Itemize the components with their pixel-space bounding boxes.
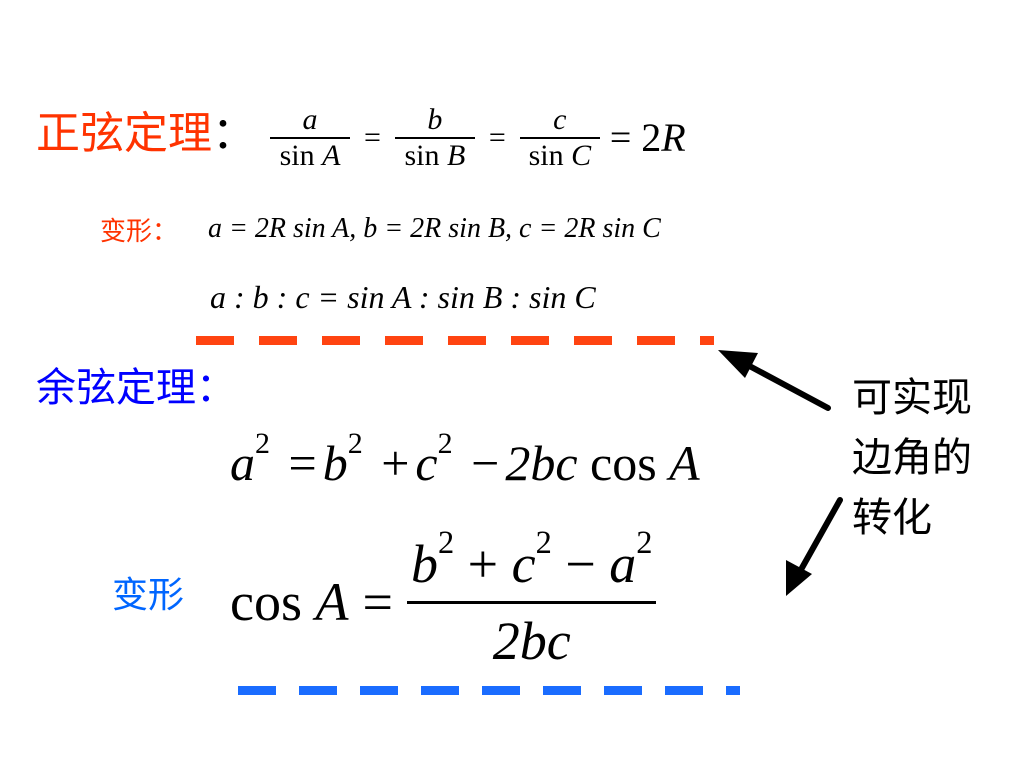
minus-sign: −: [471, 435, 500, 491]
cosine-dashed-divider: [238, 686, 740, 695]
dash-segment: [604, 686, 642, 695]
denominator-sin-fn: sin: [279, 138, 315, 172]
equals-sign: =: [364, 120, 381, 154]
term-a: a: [230, 435, 255, 491]
equals-sign: =: [362, 572, 393, 632]
var-A: A: [315, 572, 349, 632]
dash-segment: [700, 336, 714, 345]
numerator-a: a: [302, 102, 318, 136]
sine-dashed-divider: [196, 336, 714, 345]
dash-segment: [322, 336, 360, 345]
rhs-R: R: [661, 115, 686, 160]
dash-segment: [726, 686, 740, 695]
dash-segment: [360, 686, 398, 695]
dash-segment: [637, 336, 675, 345]
sine-law-title-text: 正弦定理: [36, 108, 212, 159]
exp-2: 2: [437, 524, 455, 561]
dash-segment: [421, 686, 459, 695]
exp-2: 2: [347, 427, 363, 460]
denominator-sin-fn: sin: [404, 138, 440, 172]
dash-segment: [385, 336, 423, 345]
numerator-c: c: [553, 102, 567, 136]
term-b: b: [410, 533, 438, 594]
dash-segment: [196, 336, 234, 345]
exp-2: 2: [437, 427, 453, 460]
denominator-B: B: [447, 138, 466, 172]
exp-2: 2: [535, 524, 552, 561]
cosine-law-title-text: 余弦定理: [36, 365, 196, 411]
cos-fn: cos: [590, 435, 657, 491]
equals-sign: =: [288, 435, 317, 491]
equals-sign: =: [609, 116, 632, 159]
arrow-lower-left-icon: [786, 497, 843, 596]
denominator-A: A: [322, 138, 341, 172]
dash-segment: [543, 686, 581, 695]
sine-law-colon: ：: [212, 108, 256, 159]
minus-sign: −: [565, 533, 596, 594]
cosine-variant-label: 变形: [112, 575, 185, 616]
annotation-text: 可实现 边角的 转化: [852, 368, 972, 548]
rhs-2R: 2R: [641, 114, 685, 161]
dash-segment: [574, 336, 612, 345]
sine-variant-1: a = 2R sin A, b = 2R sin B, c = 2R sin C: [208, 213, 661, 244]
term-c: c: [415, 435, 438, 491]
fraction-a-over-sinA: a sin A: [270, 103, 350, 173]
cos-fn: cos: [230, 572, 302, 632]
term-2bc: 2bc: [505, 435, 578, 491]
cosine-law-formula: a2 =b2 +c2 −2bc cos A: [230, 429, 700, 491]
cosine-fraction: b2 + c2 − a2 2bc: [406, 526, 657, 672]
plus-sign: +: [467, 533, 499, 594]
sine-variant-label: 变形：: [100, 217, 179, 247]
dash-segment: [299, 686, 337, 695]
denominator-sin-fn: sin: [528, 138, 564, 172]
fraction-c-over-sinC: c sin C: [519, 102, 600, 173]
exp-2: 2: [636, 524, 653, 561]
cosine-fraction-numerator: b2 + c2 − a2: [407, 526, 657, 601]
cosine-law-colon: ：: [196, 365, 236, 411]
dash-segment: [482, 686, 520, 695]
arrow-upper-left-icon: [718, 350, 831, 411]
sine-variant-2: a : b : c = sin A : sin B : sin C: [210, 279, 596, 315]
term-a: a: [609, 533, 637, 594]
plus-sign: +: [381, 435, 410, 491]
fraction-b-over-sinB: b sin B: [394, 102, 475, 173]
cosine-law-title: 余弦定理：: [36, 368, 236, 408]
dash-segment: [259, 336, 297, 345]
rhs-coefficient: 2: [641, 115, 662, 160]
term-b: b: [322, 435, 348, 491]
exp-2: 2: [255, 427, 270, 460]
dash-segment: [511, 336, 549, 345]
dash-segment: [448, 336, 486, 345]
sine-law-formula: a sin A = b sin B = c sin C = 2R: [270, 90, 686, 185]
sine-law-title: 正弦定理：: [36, 112, 256, 156]
term-c: c: [511, 533, 536, 594]
equals-sign: =: [488, 120, 506, 154]
dash-segment: [238, 686, 276, 695]
annotation-line-2: 边角的: [852, 435, 972, 481]
cosine-variant-formula: cos A = b2 + c2 − a2 2bc: [230, 522, 657, 682]
annotation-line-3: 转化: [852, 495, 932, 541]
cosine-fraction-denominator: 2bc: [492, 610, 571, 671]
numerator-b: b: [427, 102, 443, 136]
dash-segment: [665, 686, 703, 695]
denominator-C: C: [571, 138, 592, 172]
var-A: A: [669, 435, 700, 491]
annotation-line-1: 可实现: [852, 375, 972, 421]
